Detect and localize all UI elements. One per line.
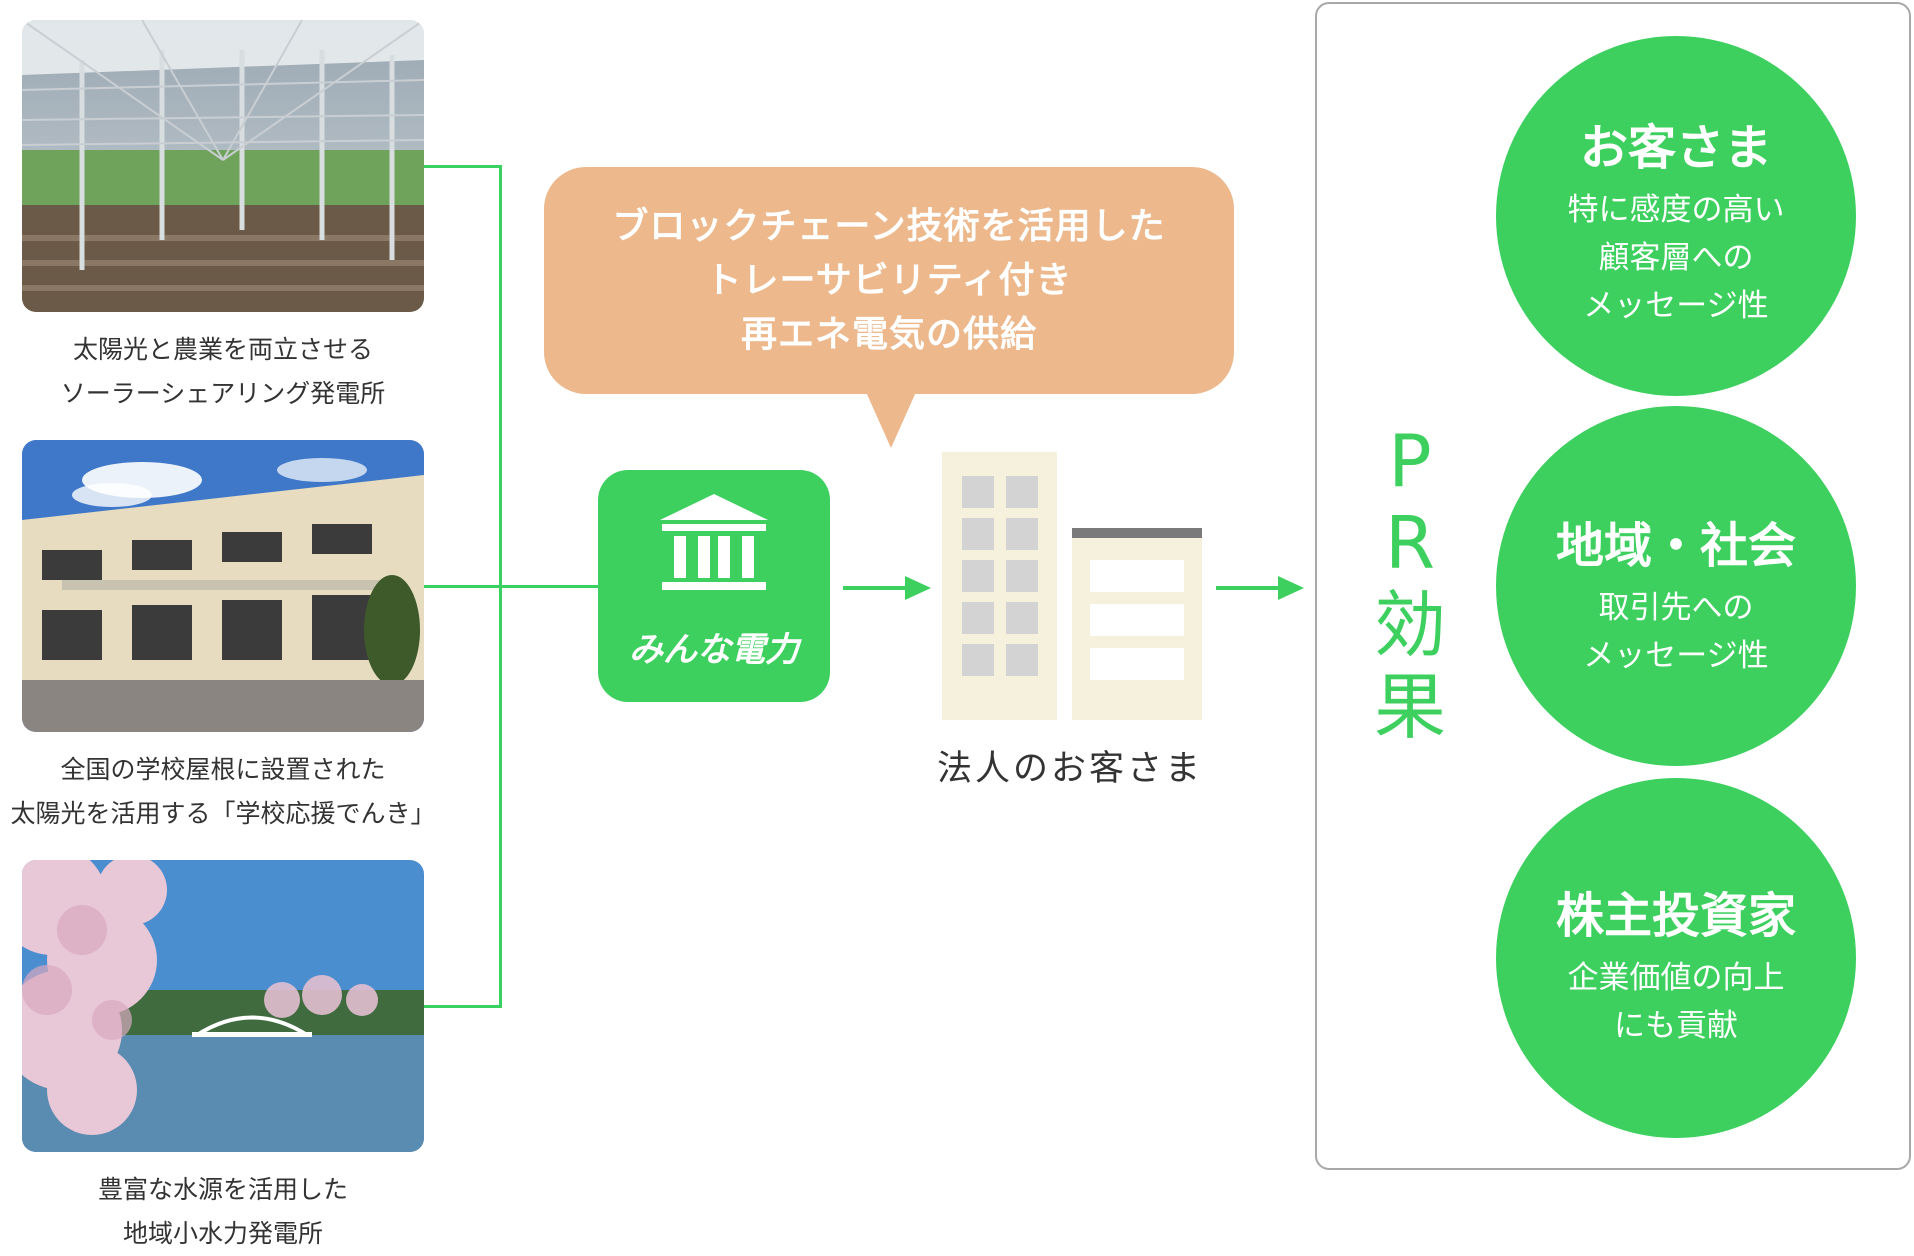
effect-circle-investors: 株主投資家 企業価値の向上 にも貢献 [1496, 778, 1856, 1138]
connector-line-bottom [424, 1005, 502, 1008]
effect-circle-community: 地域・社会 取引先への メッセージ性 [1496, 406, 1856, 766]
caption-solar-sharing: 太陽光と農業を両立させる ソーラーシェアリング発電所 [0, 328, 446, 416]
photo-hydro [22, 860, 424, 1152]
effect-body-line: メッセージ性 [1583, 288, 1769, 324]
pr-effect-panel [1315, 2, 1911, 1170]
bubble-line: 再エネ電気の供給 [740, 314, 1037, 355]
pr-effect-heading: P R 効 果 [1360, 420, 1460, 748]
effect-body-line: 顧客層への [1598, 240, 1754, 276]
caption-line: 太陽光と農業を両立させる [72, 335, 373, 364]
effect-body: 取引先への メッセージ性 [1496, 584, 1856, 680]
bank-building-icon [660, 494, 768, 590]
effect-body-line: 取引先への [1598, 590, 1754, 626]
caption-line: ソーラーシェアリング発電所 [60, 379, 386, 408]
pr-char: 効 [1373, 583, 1446, 667]
effect-title: お客さま [1579, 120, 1772, 176]
effect-body-line: にも貢献 [1614, 1008, 1738, 1044]
caption-school: 全国の学校屋根に設置された 太陽光を活用する「学校応援でんき」 [0, 748, 446, 836]
effect-body: 企業価値の向上 にも貢献 [1496, 954, 1856, 1050]
bubble-line: ブロックチェーン技術を活用した [612, 206, 1166, 247]
effect-circle-customers: お客さま 特に感度の高い 顧客層への メッセージ性 [1496, 36, 1856, 396]
photo-solar-sharing [22, 20, 424, 312]
logo-text: みんな電力 [629, 630, 799, 670]
effect-title: 地域・社会 [1555, 518, 1796, 574]
connector-line-middle [424, 585, 600, 588]
corporate-customer-label: 法人のお客さま [936, 749, 1203, 789]
effect-body: 特に感度の高い 顧客層への メッセージ性 [1496, 186, 1856, 330]
pr-char: 果 [1373, 665, 1446, 749]
connector-line-top [424, 165, 502, 168]
bubble-tail [866, 392, 916, 448]
effect-body-line: メッセージ性 [1583, 638, 1769, 674]
caption-line: 地域小水力発電所 [122, 1219, 323, 1248]
arrow-right-icon [1216, 576, 1304, 600]
pr-char: R [1384, 501, 1436, 585]
effect-body-line: 特に感度の高い [1567, 192, 1785, 228]
arrow-right-icon [843, 576, 931, 600]
office-building-icon [942, 452, 1202, 720]
bubble-line: トレーサビリティ付き [705, 260, 1073, 301]
caption-line: 太陽光を活用する「学校応援でんき」 [10, 799, 436, 828]
pr-char: P [1388, 419, 1432, 503]
traceability-bubble: ブロックチェーン技術を活用した トレーサビリティ付き 再エネ電気の供給 [544, 167, 1234, 394]
effect-title: 株主投資家 [1555, 888, 1796, 944]
minna-denryoku-logo: みんな電力 [598, 470, 830, 702]
caption-hydro: 豊富な水源を活用した 地域小水力発電所 [0, 1168, 446, 1256]
effect-body-line: 企業価値の向上 [1567, 960, 1785, 996]
photo-school [22, 440, 424, 732]
caption-line: 全国の学校屋根に設置された [60, 755, 386, 784]
caption-line: 豊富な水源を活用した [97, 1175, 348, 1204]
connector-line-vertical [499, 165, 502, 1008]
